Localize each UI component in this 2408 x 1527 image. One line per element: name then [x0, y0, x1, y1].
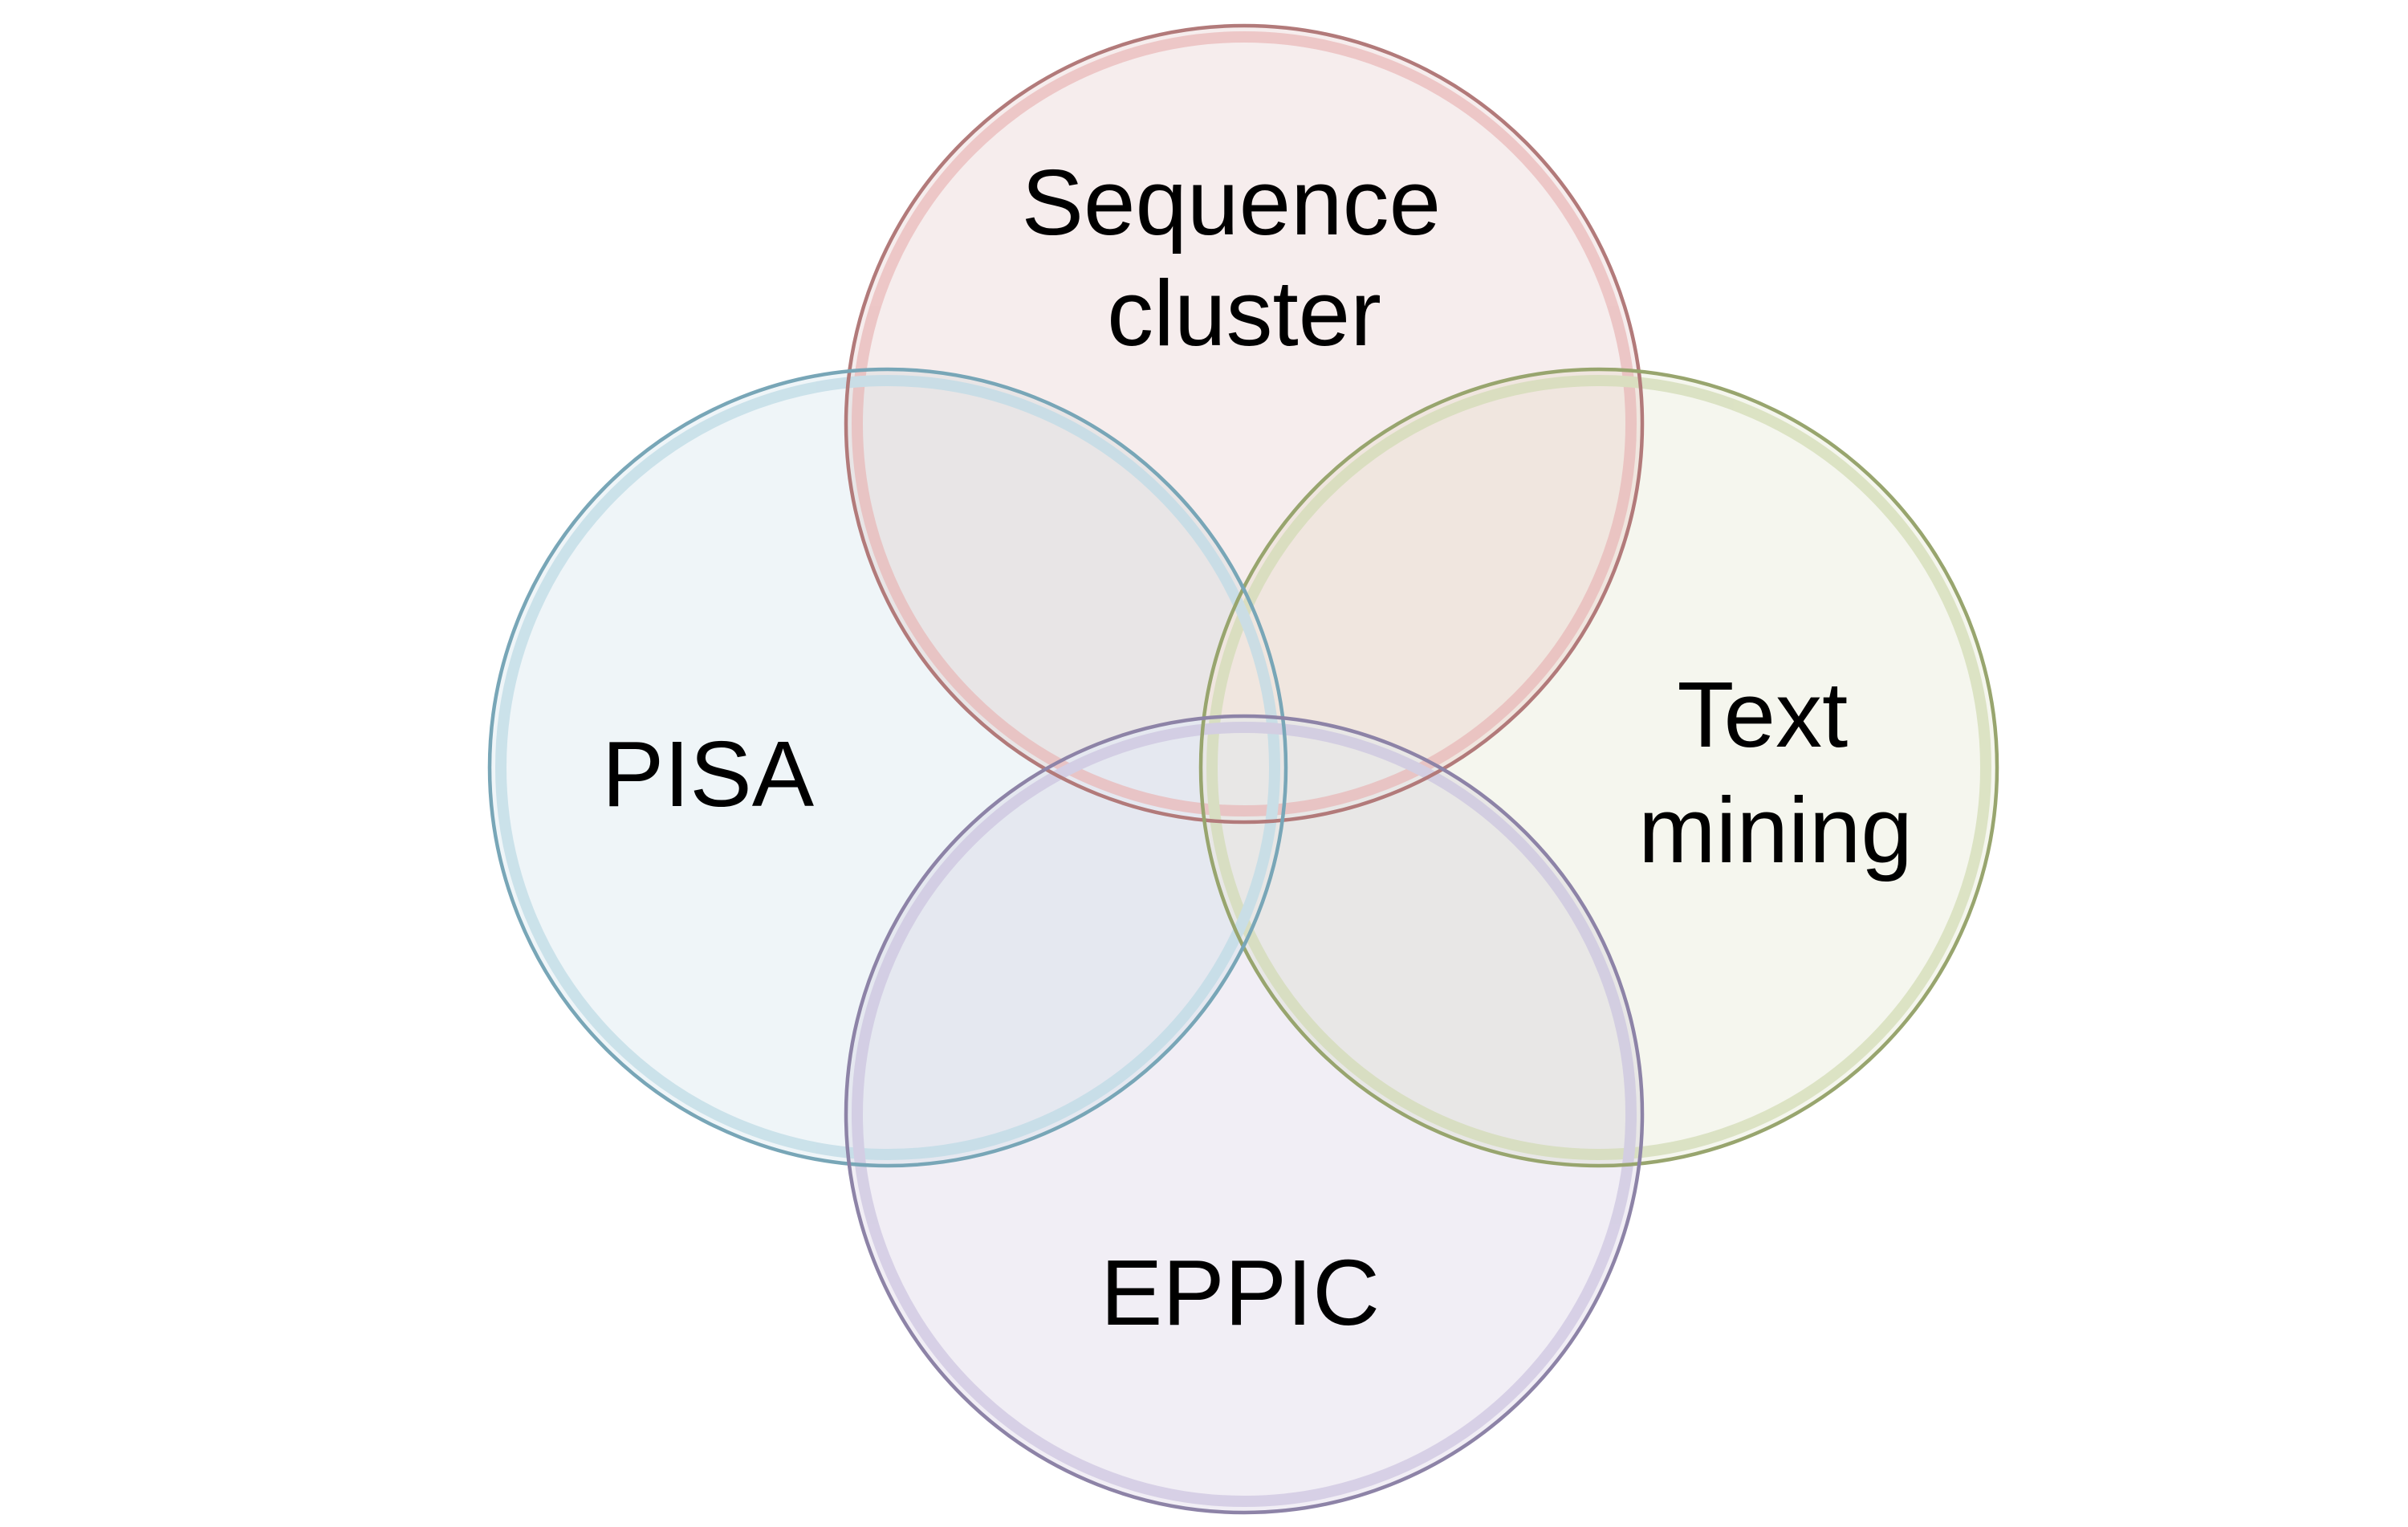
text-mining-outline [1198, 367, 1999, 1168]
eppic-label-line-1: EPPIC [1100, 1240, 1380, 1345]
pisa-label-line-1: PISA [602, 722, 815, 826]
highlight-rings [495, 31, 1991, 1507]
text-mining-label-line-1: Text [1678, 662, 1849, 767]
sequence-cluster-highlight [852, 31, 1637, 816]
text-mining-highlight [1206, 375, 1991, 1160]
pisa-highlight [495, 375, 1280, 1160]
eppic-outline [844, 714, 1645, 1515]
pisa-outline [487, 367, 1288, 1168]
set-labels: Sequence cluster Text mining PISA EPPIC [602, 150, 1913, 1345]
text-mining-label-line-2: mining [1638, 778, 1913, 882]
set-outlines [487, 23, 1999, 1515]
sequence-cluster-label-line-1: Sequence [1022, 150, 1441, 254]
pisa-label: PISA [602, 722, 815, 826]
sequence-cluster-label: Sequence cluster [1022, 150, 1467, 365]
text-mining-label: Text mining [1638, 662, 1913, 882]
eppic-label: EPPIC [1100, 1240, 1380, 1345]
eppic-highlight [852, 722, 1637, 1507]
sequence-cluster-outline [844, 23, 1645, 825]
sequence-cluster-label-line-2: cluster [1107, 261, 1381, 365]
